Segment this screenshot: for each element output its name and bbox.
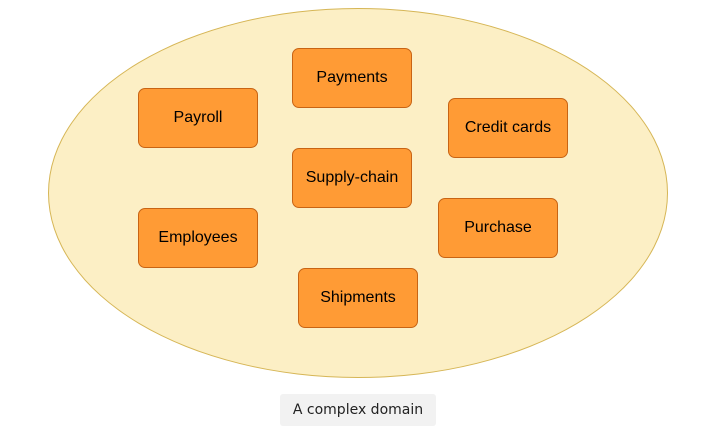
- node-purchase: Purchase: [438, 198, 558, 258]
- node-credit-cards: Credit cards: [448, 98, 568, 158]
- node-label: Purchase: [464, 219, 532, 236]
- node-payroll: Payroll: [138, 88, 258, 148]
- caption-text: A complex domain: [292, 402, 424, 418]
- diagram-caption: A complex domain: [280, 394, 436, 426]
- node-label: Employees: [158, 229, 238, 246]
- node-payments: Payments: [292, 48, 412, 108]
- node-label: Payments: [316, 69, 388, 86]
- node-label: Shipments: [320, 289, 396, 306]
- node-label: Credit cards: [464, 119, 552, 136]
- node-supply-chain: Supply-chain: [292, 148, 412, 208]
- node-label: Payroll: [173, 109, 223, 126]
- node-label: Supply-chain: [305, 169, 399, 186]
- node-employees: Employees: [138, 208, 258, 268]
- node-shipments: Shipments: [298, 268, 418, 328]
